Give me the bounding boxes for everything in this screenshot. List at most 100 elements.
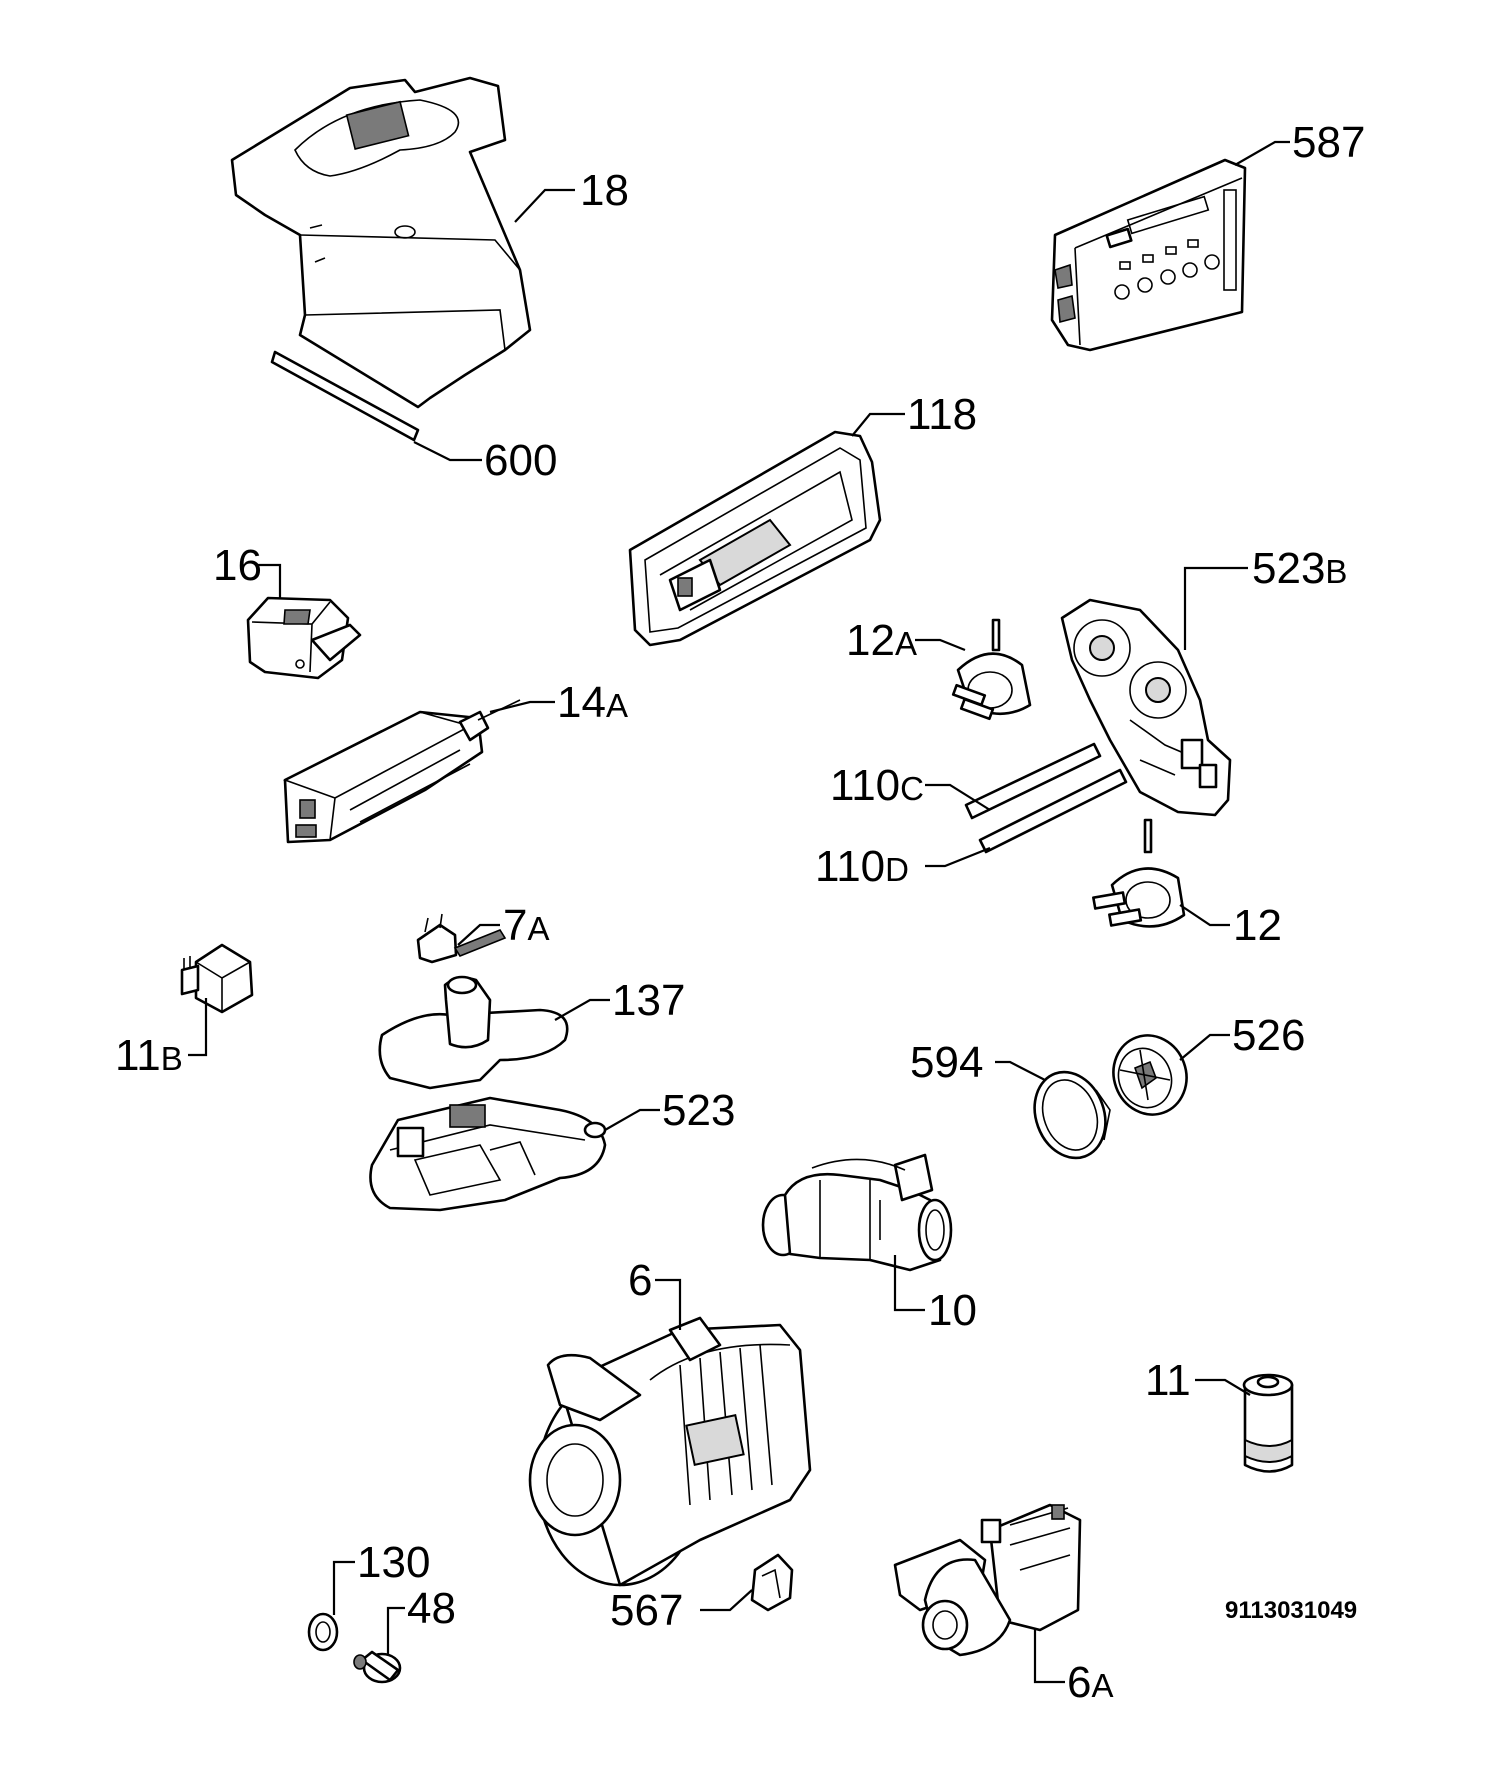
part-number: 137 — [612, 976, 685, 1025]
diagram-code: 9113031049 — [1225, 1597, 1357, 1624]
part-label: 110C — [830, 761, 924, 810]
part-number: 18 — [580, 166, 629, 215]
part-label: 18 — [580, 166, 629, 215]
leader-523b — [1183, 566, 1248, 650]
part-number: 16 — [213, 541, 262, 590]
part-number: 7 — [503, 901, 527, 950]
part-suffix: D — [885, 851, 909, 888]
part-suffix: A — [527, 910, 549, 947]
part-labels: 18 600 587 118 16 14A 523B 12A 110C 110D… — [115, 118, 1365, 1707]
part-label: 587 — [1292, 118, 1365, 167]
leader-130 — [332, 1560, 355, 1615]
part-label: 6 — [628, 1256, 652, 1305]
pressure-switch-icon — [1092, 818, 1186, 928]
part-number: 11 — [1145, 1356, 1191, 1405]
leader-10 — [893, 1255, 925, 1312]
part-label: 12A — [846, 616, 917, 665]
part-number: 594 — [910, 1038, 983, 1087]
relay-icon — [180, 943, 254, 1014]
part-number: 110 — [815, 842, 885, 891]
leader-567 — [700, 1589, 753, 1612]
part-label: 567 — [610, 1586, 683, 1635]
leader-18 — [514, 188, 575, 223]
part-suffix: A — [1091, 1667, 1113, 1704]
impeller-icon — [1112, 1034, 1188, 1116]
part-label: 523B — [1252, 544, 1347, 593]
electronic-control-board-icon — [1050, 158, 1247, 352]
leader-137 — [554, 998, 610, 1021]
leader-16 — [258, 563, 282, 598]
pressure-switch-icon — [951, 618, 1032, 721]
part-label: 6A — [1067, 1658, 1114, 1707]
part-label: 14A — [557, 678, 628, 727]
leader-526 — [1179, 1033, 1230, 1061]
leader-14a — [489, 700, 555, 714]
screw-icon — [353, 1650, 402, 1684]
part-label: 118 — [907, 390, 977, 439]
part-number: 587 — [1292, 118, 1365, 167]
drain-pump-icon — [893, 1503, 1082, 1657]
seal-ring-icon — [1033, 1070, 1111, 1160]
leader-600 — [413, 441, 482, 462]
part-label: 523 — [662, 1086, 735, 1135]
part-label: 7A — [503, 901, 550, 950]
part-label: 11B — [115, 1031, 183, 1080]
washer-icon — [307, 1612, 339, 1652]
leader-11b — [188, 998, 208, 1057]
part-number: 600 — [484, 436, 557, 485]
control-panel-housing-icon — [628, 430, 882, 647]
part-number: 567 — [610, 1586, 683, 1635]
part-number: 12 — [846, 616, 895, 665]
leader-594 — [995, 1060, 1046, 1081]
part-number: 526 — [1232, 1011, 1305, 1060]
part-suffix: C — [900, 770, 924, 807]
float-cover-icon — [378, 975, 569, 1090]
part-label: 594 — [910, 1038, 983, 1087]
pressure-switch-bracket-icon — [1060, 598, 1232, 817]
module-icon — [282, 699, 521, 844]
part-label: 12 — [1233, 901, 1282, 950]
part-number: 6 — [1067, 1658, 1091, 1707]
part-number: 10 — [928, 1286, 977, 1335]
leader-11 — [1195, 1378, 1251, 1396]
part-label: 600 — [484, 436, 557, 485]
clip-icon — [750, 1553, 794, 1612]
switch-icon — [246, 596, 362, 680]
leader-48 — [386, 1606, 405, 1655]
part-label: 16 — [213, 541, 262, 590]
part-number: 523 — [1252, 544, 1325, 593]
part-number: 110 — [830, 761, 900, 810]
leader-118 — [851, 412, 905, 437]
part-suffix: A — [895, 625, 917, 662]
hose-icon — [964, 742, 1128, 854]
part-label: 130 — [357, 1538, 430, 1587]
part-number: 118 — [907, 390, 977, 439]
leader-12a — [915, 638, 966, 652]
leader-110d — [925, 846, 991, 868]
part-number: 6 — [628, 1256, 652, 1305]
part-suffix: B — [1325, 553, 1347, 590]
part-number: 14 — [557, 678, 606, 727]
leader-6a — [1033, 1628, 1065, 1684]
part-number: 523 — [662, 1086, 735, 1135]
part-suffix: A — [606, 687, 628, 724]
part-label: 11 — [1145, 1356, 1191, 1405]
leader-12 — [1179, 904, 1230, 927]
part-label: 48 — [407, 1584, 456, 1633]
part-label: 526 — [1232, 1011, 1305, 1060]
leader-lines — [188, 140, 1290, 1684]
leader-110c — [925, 783, 991, 811]
leader-523 — [604, 1108, 660, 1131]
float-switch-icon — [416, 913, 507, 964]
part-suffix: B — [161, 1040, 183, 1077]
part-label: 10 — [928, 1286, 977, 1335]
capacitor-icon — [1242, 1373, 1294, 1473]
part-number: 130 — [357, 1538, 430, 1587]
part-label: 137 — [612, 976, 685, 1025]
leader-587 — [1234, 140, 1290, 166]
float-housing-icon — [369, 1096, 607, 1212]
part-number: 12 — [1233, 901, 1282, 950]
part-label: 110D — [815, 842, 909, 891]
part-number: 48 — [407, 1584, 456, 1633]
